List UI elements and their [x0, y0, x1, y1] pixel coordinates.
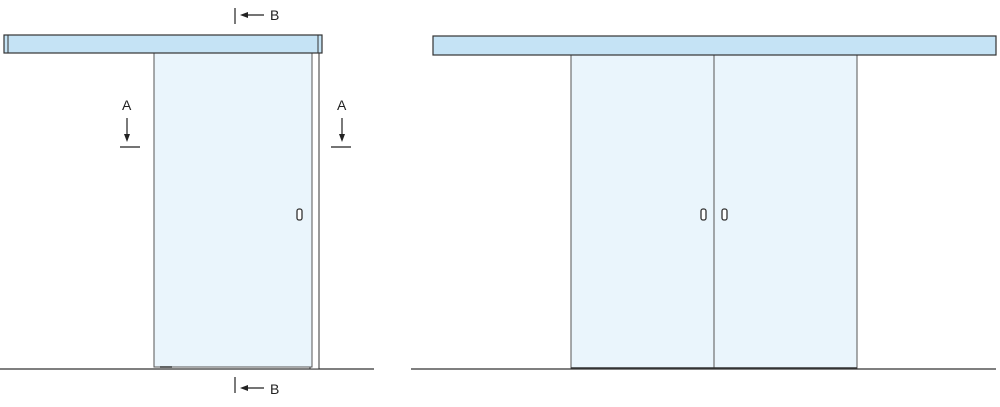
single-door-elevation: B B A A	[0, 7, 374, 397]
section-label-b-bottom: B	[270, 381, 279, 397]
door-handle-left	[700, 208, 707, 221]
door-glass-panel	[153, 52, 313, 368]
section-marker-b-top: B	[234, 7, 279, 24]
section-label-a-left: A	[122, 97, 132, 113]
section-label-b-top: B	[270, 7, 279, 23]
door-handle-right	[721, 208, 728, 221]
double-door-elevation	[411, 35, 997, 370]
section-label-a-right: A	[337, 97, 347, 113]
door-handle	[296, 208, 303, 221]
top-track-rail-double	[432, 35, 997, 56]
door-glass-panel-left	[570, 54, 715, 369]
top-track-rail	[3, 34, 323, 54]
section-marker-b-bottom: B	[234, 377, 279, 397]
section-marker-a-left: A	[120, 97, 140, 148]
door-glass-panel-right	[713, 54, 858, 369]
section-marker-a-right: A	[331, 97, 351, 148]
